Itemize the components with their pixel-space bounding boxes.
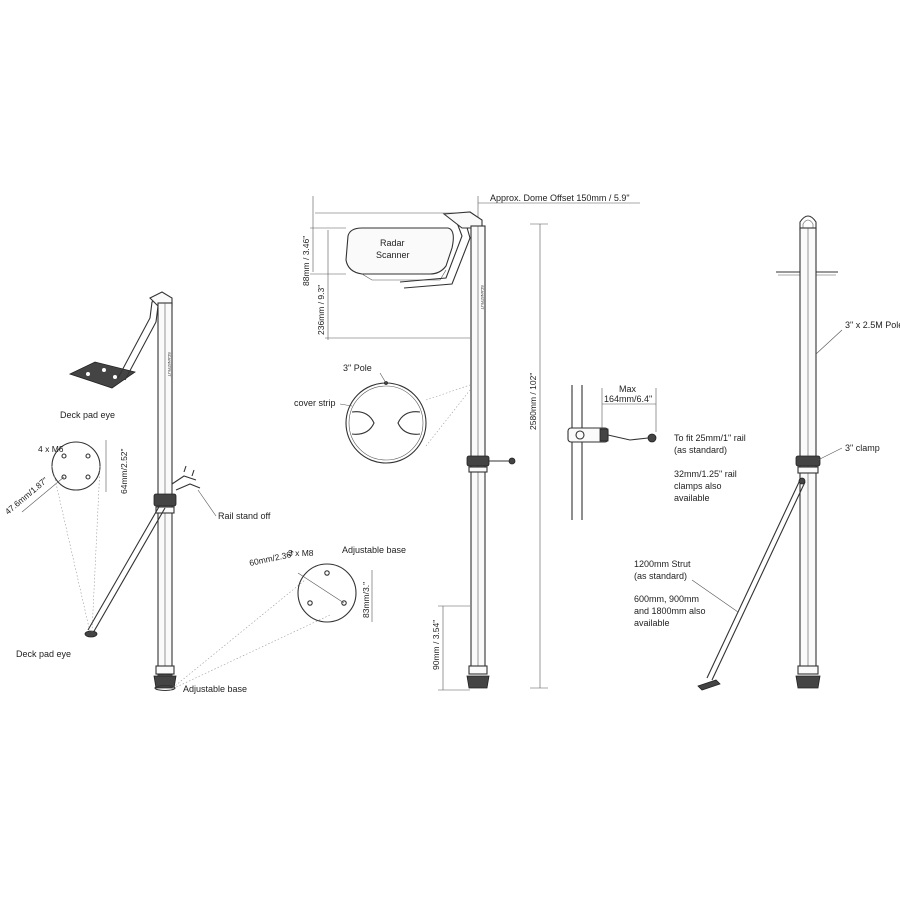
- strut-opt2-label: and 1800mm also: [634, 606, 706, 616]
- strut-opt3-label: available: [634, 618, 670, 628]
- adjustable-base-plate: [297, 563, 357, 623]
- dim-64-label: 64mm/2.52": [119, 448, 129, 494]
- pole-2p5-label: 3" x 2.5M Pole: [845, 320, 900, 330]
- clamp-3-label: 3" clamp: [845, 443, 880, 453]
- max-dim-label: 164mm/6.4": [604, 394, 652, 404]
- rail-stand-off-detail: Max 164mm/6.4" To fit 25mm/1" rail (as s…: [567, 384, 746, 520]
- to-fit-line1-label: To fit 25mm/1" rail: [674, 433, 746, 443]
- to-fit-line2-label: (as standard): [674, 445, 727, 455]
- radar-label-line2: Scanner: [376, 250, 410, 260]
- right-pole-assembly: 3" x 2.5M Pole 3" clamp 1200mm Strut (as…: [634, 215, 900, 691]
- clamps-line3-label: available: [674, 493, 710, 503]
- dim-2580-label: 2580mm / 102": [528, 373, 538, 430]
- strut-foot-part: [697, 679, 721, 691]
- deck-pad-eye-bottom-label: Deck pad eye: [16, 649, 71, 659]
- dome-offset-label: Approx. Dome Offset 150mm / 5.9": [490, 193, 630, 203]
- left-pole-assembly: SCANSTRUT Deck pad eye 4 x M6 47.6mm/1.8…: [3, 291, 331, 694]
- dim-47-label: 47.6mm/1.87": [3, 475, 50, 516]
- adjustable-base-mid-label: Adjustable base: [342, 545, 406, 555]
- strut-opt1-label: 600mm, 900mm: [634, 594, 699, 604]
- pole-brand-mark: SCANSTRUT: [167, 352, 172, 377]
- strut-line2-label: (as standard): [634, 571, 687, 581]
- deck-pad-eye-part: [84, 630, 98, 638]
- center-pole-brand-mark: SCANSTRUT: [480, 285, 485, 310]
- rail-stand-off-part: [171, 465, 201, 491]
- dim-83-label: 83mm/3.": [361, 582, 371, 618]
- three-m8-label: 3 x M8: [288, 548, 314, 558]
- deck-pad-eye-top-label: Deck pad eye: [60, 410, 115, 420]
- cover-strip-label: cover strip: [294, 398, 336, 408]
- dim-88-label: 88mm / 3.46": [301, 236, 311, 286]
- pole-cross-section: [345, 382, 427, 464]
- radar-mounting-plate: [68, 361, 136, 389]
- dim-60-label: 60mm/2.36": [248, 549, 295, 568]
- three-inch-pole-mid-label: 3" Pole: [343, 363, 372, 373]
- max-label: Max: [619, 384, 637, 394]
- radar-label-line1: Radar: [380, 238, 405, 248]
- right-adjustable-base-part: [795, 675, 821, 689]
- radar-arm: [117, 295, 163, 379]
- rail-stand-off-label: Rail stand off: [218, 511, 271, 521]
- dim-236-label: 236mm / 9.3": [316, 285, 326, 335]
- dim-90-label: 90mm / 3.54": [431, 620, 441, 670]
- clamps-line2-label: clamps also: [674, 481, 722, 491]
- adjustable-base-left-label: Adjustable base: [183, 684, 247, 694]
- clamps-line1-label: 32mm/1.25" rail: [674, 469, 737, 479]
- center-adjustable-base-part: [466, 675, 490, 689]
- three-inch-clamp-part: [795, 455, 821, 467]
- strut-line1-label: 1200mm Strut: [634, 559, 691, 569]
- center-pole-assembly: Approx. Dome Offset 150mm / 5.9" Radar S…: [294, 193, 640, 691]
- adjustable-base-detail: 3 x M8 Adjustable base 60mm/2.36" 83mm/3…: [248, 545, 406, 623]
- four-m6-label: 4 x M6: [38, 444, 64, 454]
- radar-scanner-dome: [345, 227, 454, 275]
